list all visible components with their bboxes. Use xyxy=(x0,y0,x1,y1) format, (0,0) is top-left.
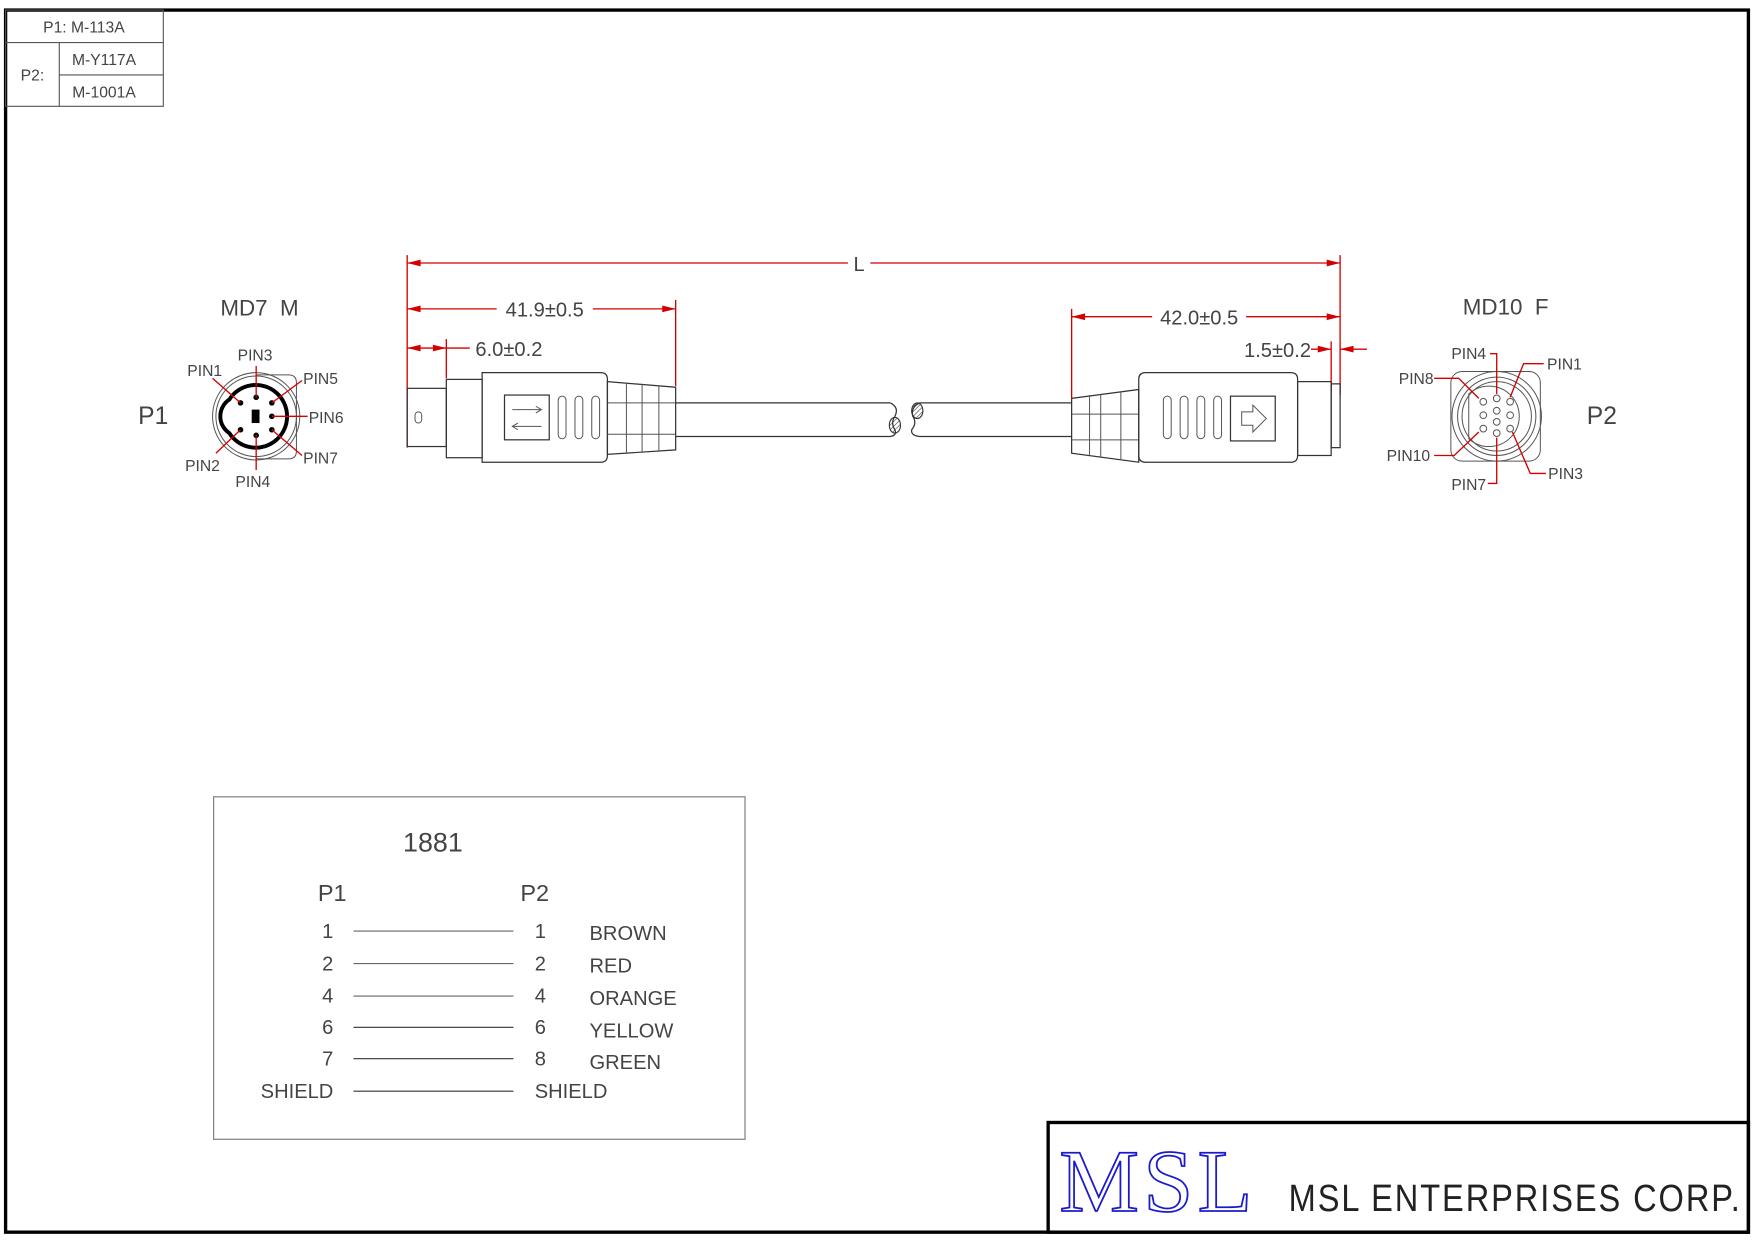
p2-pin-label: PIN7 xyxy=(1451,477,1486,494)
p2-pin-label: PIN8 xyxy=(1399,371,1434,388)
wire-color: GREEN xyxy=(590,1052,662,1074)
p1-designator: P1 xyxy=(138,403,168,430)
wiring-row: 4 4 ORANGE xyxy=(322,986,677,1010)
p2-pin: 6 xyxy=(535,1017,546,1039)
p1-pin: SHIELD xyxy=(261,1081,334,1103)
dimension-p2-length: 42.0±0.5 xyxy=(1160,308,1238,330)
p2-plug-side-view xyxy=(919,372,1341,463)
wiring-row: 6 6 YELLOW xyxy=(322,1017,673,1042)
p2-connector-type: MD10 F xyxy=(1463,294,1549,319)
wiring-header-p1: P1 xyxy=(318,880,347,906)
p2-pin-label: PIN4 xyxy=(1451,346,1486,363)
dimension-lines: L 41.9±0.5 6.0±0.2 42.0±0.5 1.5±0.2 xyxy=(406,254,1367,448)
wire-color: RED xyxy=(590,956,632,978)
p2-pin: 4 xyxy=(535,986,546,1008)
p2-part-number: M-Y117A xyxy=(72,52,137,69)
wire-color: BROWN xyxy=(590,923,667,945)
p1-pin-label: PIN6 xyxy=(309,410,344,427)
p1-pin: 1 xyxy=(322,921,333,943)
p2-connector-face: MD10 F P2 PIN1 PIN3 PIN4 PIN7 PIN8 PIN10 xyxy=(1387,294,1617,494)
p1-pin-label: PIN3 xyxy=(238,347,273,364)
wiring-row: 1 1 BROWN xyxy=(322,921,666,945)
p1-pin-label: PIN1 xyxy=(187,363,222,380)
wire-color: ORANGE xyxy=(590,988,677,1010)
p1-pin: 7 xyxy=(322,1048,333,1070)
p2-pin-label: PIN3 xyxy=(1548,466,1583,483)
wiring-row: 2 2 RED xyxy=(322,953,632,977)
title-block: MSL MSL ENTERPRISES CORP. xyxy=(1046,1120,1751,1234)
dimension-overall-length: L xyxy=(854,254,865,276)
p1-part-number: P1: M-113A xyxy=(43,19,125,36)
dimension-p1-tip: 6.0±0.2 xyxy=(475,339,542,361)
p2-part-number: M-1001A xyxy=(72,84,136,101)
part-number-table: P1: M-113A P2: M-Y117A M-1001A xyxy=(5,9,164,107)
company-logo: MSL xyxy=(1059,1132,1256,1231)
p1-connector-face: MD7 M P1 PIN1 PIN2 PIN3 PIN4 PIN5 PIN6 P… xyxy=(138,296,344,491)
p2-pin: 8 xyxy=(535,1048,546,1070)
p1-pin-label: PIN2 xyxy=(185,458,220,475)
wiring-title: 1881 xyxy=(403,828,463,858)
p1-pin: 6 xyxy=(322,1017,333,1039)
p2-label: P2: xyxy=(21,68,44,85)
p1-pin-label: PIN7 xyxy=(303,450,338,467)
cable-break xyxy=(910,402,924,438)
p2-pin: SHIELD xyxy=(535,1081,608,1103)
p1-pin-label: PIN4 xyxy=(235,474,270,491)
p1-pin-label: PIN5 xyxy=(303,371,338,388)
wiring-row: 7 8 GREEN xyxy=(322,1048,661,1073)
p2-designator: P2 xyxy=(1587,403,1617,430)
p2-pin: 2 xyxy=(535,953,546,975)
p1-pin: 4 xyxy=(322,986,333,1008)
p1-pin: 2 xyxy=(322,953,333,975)
drawing-frame xyxy=(3,8,1751,1234)
wiring-header-p2: P2 xyxy=(520,880,549,906)
dimension-p1-length: 41.9±0.5 xyxy=(506,300,584,322)
dimension-p2-tip: 1.5±0.2 xyxy=(1244,340,1311,362)
p1-plug-side-view xyxy=(406,372,902,463)
p1-connector-type: MD7 M xyxy=(220,296,298,321)
p2-pin-label: PIN10 xyxy=(1387,448,1431,465)
p2-pin: 1 xyxy=(535,921,546,943)
company-name: MSL ENTERPRISES CORP. xyxy=(1289,1178,1742,1220)
wiring-table: 1881 P1 P2 1 1 BROWN 2 2 RED 4 4 ORANGE … xyxy=(213,796,746,1140)
wire-color: YELLOW xyxy=(590,1020,674,1042)
wiring-row: SHIELD SHIELD xyxy=(261,1081,608,1103)
p2-pin-label: PIN1 xyxy=(1547,356,1582,373)
